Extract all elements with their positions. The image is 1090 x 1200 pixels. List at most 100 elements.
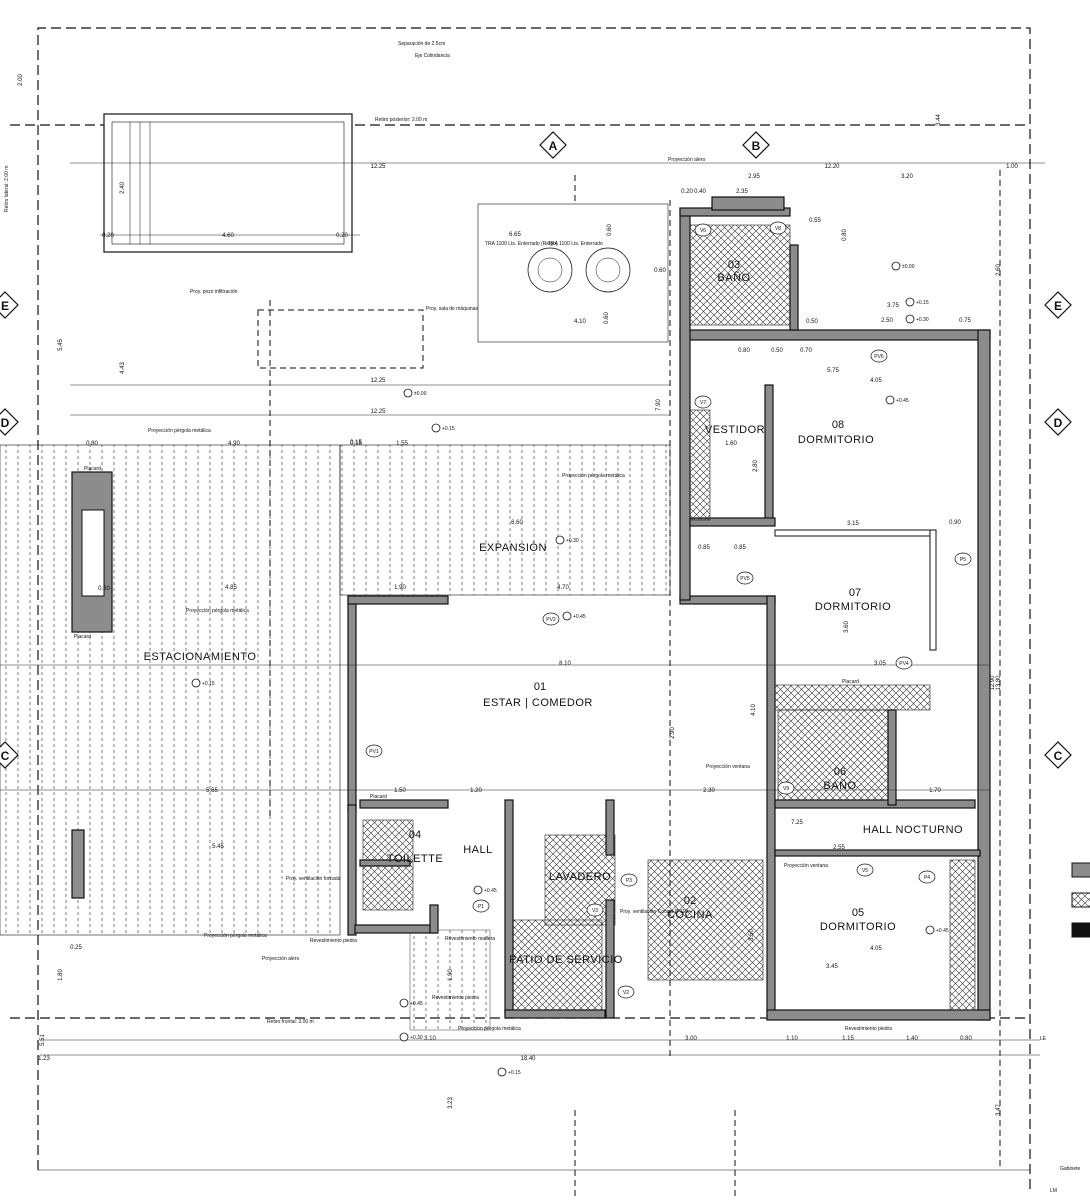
- dimension-value: 0.70: [800, 348, 812, 354]
- opening-tag: PV2: [546, 617, 556, 623]
- opening-tag-icon: [617, 985, 635, 999]
- room-name: ESTACIONAMIENTO: [144, 651, 257, 663]
- opening-tag-icon: [620, 873, 638, 887]
- annotations: Separación de 2.5cm Eje Colindancia Reti…: [4, 41, 1081, 1194]
- dimension-value: 4.05: [870, 946, 882, 952]
- room-number: 05: [852, 907, 864, 919]
- note: Proyección pérgola metálica: [562, 473, 625, 479]
- note: Retiro frontal: 3.00 m: [267, 1019, 314, 1025]
- dimension-value: 0.50: [771, 348, 783, 354]
- dimension-value: 18.40: [520, 1056, 536, 1062]
- dimension-value: 0.25: [70, 945, 82, 951]
- opening-tag: P1: [478, 904, 484, 910]
- level-value: +0.15: [916, 300, 929, 306]
- level-marker-icon: [925, 925, 935, 935]
- room-number: 02: [684, 895, 696, 907]
- dimension-value: 12.25: [370, 378, 386, 384]
- dimension-value: 3.50: [749, 929, 755, 941]
- axis-label: A: [549, 139, 558, 153]
- dimension-value: 3.20: [901, 174, 913, 180]
- opening-tag: V3: [592, 908, 598, 914]
- dimension-value: 2.90: [670, 727, 676, 739]
- dimension-value: 0.15: [350, 441, 362, 447]
- note: Placard: [74, 634, 91, 640]
- level-marker-icon: [431, 423, 441, 433]
- dimension-value: 0.20: [336, 233, 348, 239]
- note: Revestimiento piedra: [432, 995, 479, 1001]
- dimension-value: 4.60: [222, 233, 234, 239]
- dimension-value: 2.40: [120, 182, 126, 194]
- hatched-areas: [362, 224, 889, 1016]
- room-number: 06: [834, 766, 846, 778]
- dimension-value: 4.10: [574, 319, 586, 325]
- dimension-value: 0.90: [949, 520, 961, 526]
- note: Gabinete: [1060, 1166, 1081, 1172]
- pergola-areas: [0, 444, 671, 1031]
- level-value: +0.15: [442, 426, 455, 432]
- dimension-value: 5.45: [212, 844, 224, 850]
- note: Eje Colindancia: [415, 53, 450, 59]
- dimension-value: 7.25: [791, 820, 803, 826]
- dimension-value: 4.90: [228, 441, 240, 447]
- opening-tag-icon: [895, 656, 913, 670]
- level-value: +0.45: [896, 398, 909, 404]
- room-name: BAÑO: [823, 779, 856, 792]
- level-value: +0.45: [410, 1001, 423, 1007]
- axis-marker-d: D D: [0, 408, 1072, 436]
- room-name: DORMITORIO: [820, 921, 896, 933]
- opening-tag-icon: [694, 223, 712, 237]
- opening-tag: PV6: [874, 354, 884, 360]
- room-number: 08: [832, 419, 844, 431]
- axis-marker-e: E E: [0, 291, 1072, 319]
- room-number: 01: [534, 681, 546, 693]
- opening-tag-icon: [694, 395, 712, 409]
- axis-label: D: [1, 416, 10, 430]
- level-value: +0.45: [936, 928, 949, 934]
- dimension-value: 1.80: [58, 969, 64, 981]
- dimension-value: 3.23: [448, 1097, 454, 1109]
- dimension-value: 8.10: [559, 661, 571, 667]
- dimension-value: 1.60: [725, 441, 737, 447]
- room-name: DORMITORIO: [815, 601, 891, 613]
- room-name: EXPANSIÓN: [479, 541, 547, 554]
- room-name: VESTIDOR: [705, 424, 765, 436]
- level-value: +0.30: [566, 538, 579, 544]
- room-number: 03: [728, 259, 740, 271]
- dimension-value: 6.65: [509, 232, 521, 238]
- dimension-value: 1.90: [448, 969, 454, 981]
- opening-tag: PV5: [740, 576, 750, 582]
- axis-label: C: [1054, 749, 1063, 763]
- dimension-value: 1.90: [394, 585, 406, 591]
- dimension-value: 1.15: [842, 1036, 854, 1042]
- opening-tag: PV4: [899, 661, 909, 667]
- opening-tag: V7: [700, 400, 706, 406]
- note: Separación de 2.5cm: [398, 41, 445, 47]
- opening-tag: V5: [862, 868, 868, 874]
- dimension-value: 2.60: [996, 264, 1002, 276]
- dimension-value: 12.25: [370, 409, 386, 415]
- note: Proyección pérgola metálica: [186, 608, 249, 614]
- level-value: ±0.00: [902, 264, 915, 270]
- level-marker-icon: [399, 998, 409, 1008]
- dimension-value: 3.05: [874, 661, 886, 667]
- level-marker-icon: [473, 885, 483, 895]
- dimension-value: 0.80: [842, 229, 848, 241]
- dimension-value: 0.60: [98, 586, 110, 592]
- dimension-value: 0.20: [681, 189, 693, 195]
- legend: [1071, 862, 1090, 938]
- opening-tag-icon: [918, 870, 936, 884]
- axis-label: B: [752, 139, 761, 153]
- dimension-value: 12.20: [824, 164, 840, 170]
- note: Revestimiento madera: [445, 936, 495, 942]
- dimension-value: 5.65: [206, 788, 218, 794]
- note: Proyección ventana: [784, 863, 828, 869]
- dimension-value: 3.47: [996, 1104, 1002, 1116]
- legend-swatch-hatch: [1071, 892, 1090, 908]
- dimension-value: 3.44: [936, 114, 942, 126]
- axis-label: C: [1, 749, 10, 763]
- opening-tag: P5: [960, 557, 966, 563]
- axis-markers: A B C C D D E E: [0, 131, 1072, 769]
- legend-swatch-wall: [1071, 862, 1090, 878]
- note: Placard: [84, 466, 101, 472]
